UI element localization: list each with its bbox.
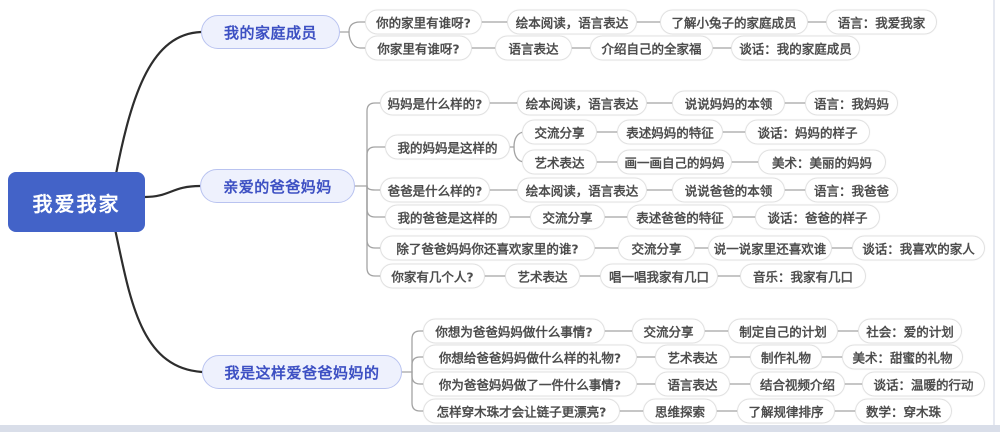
mindmap-node[interactable]: 艺术表达 [655,344,730,370]
mindmap-node[interactable]: 了解小兔子的家庭成员 [660,9,808,35]
mindmap-node[interactable]: 交流分享 [522,119,597,145]
mindmap-node[interactable]: 数学：穿木珠 [855,398,952,424]
mindmap-node[interactable]: 谈话：我的家庭成员 [731,35,860,61]
mindmap-node[interactable]: 语言：我妈妈 [805,90,898,116]
mindmap-node[interactable]: 谈话：温暖的行动 [862,371,985,397]
mindmap-node[interactable]: 除了爸爸妈妈你还喜欢家里的谁? [380,235,595,261]
mindmap-node[interactable]: 美术：美丽的妈妈 [758,149,886,175]
mindmap-node[interactable]: 语言：我爱我家 [826,9,937,35]
mindmap-node[interactable]: 制定自己的计划 [728,318,838,344]
mindmap-node[interactable]: 制作礼物 [750,344,822,370]
canvas-right-edge [993,0,995,425]
mindmap-node[interactable]: 语言表达 [655,371,730,397]
canvas-bottom-scrollbar[interactable] [0,425,1000,432]
mindmap-node[interactable]: 美术：甜蜜的礼物 [842,344,963,370]
mindmap-node[interactable]: 怎样穿木珠才会让链子更漂亮? [423,398,620,424]
root-node[interactable]: 我爱我家 [8,172,145,232]
mindmap-node[interactable]: 语言表达 [495,35,572,61]
mindmap-node[interactable]: 你为爸爸妈妈做了一件什么事情? [423,371,637,397]
mindmap-node[interactable]: 了解规律排序 [737,398,835,424]
mindmap-node[interactable]: 我的爸爸是这样的 [385,204,510,230]
mindmap-node[interactable]: 谈话：爸爸的样子 [755,204,880,230]
mindmap-node[interactable]: 我的妈妈是这样的 [385,134,510,160]
mindmap-node[interactable]: 表述妈妈的特征 [617,119,723,145]
mindmap-node[interactable]: 你想为爸爸妈妈做什么事情? [423,318,605,344]
mindmap-node[interactable]: 思维探索 [643,398,717,424]
mindmap-node[interactable]: 谈话：我喜欢的家人 [852,235,985,261]
mindmap-node[interactable]: 介绍自己的全家福 [590,35,713,61]
mindmap-node[interactable]: 表述爸爸的特征 [627,204,733,230]
mindmap-node[interactable]: 谈话：妈妈的样子 [745,119,870,145]
mindmap-node[interactable]: 画一画自己的妈妈 [617,149,732,175]
mindmap-node[interactable]: 绘本阅读，语言表达 [507,9,637,35]
mindmap-node[interactable]: 说一说家里还喜欢谁 [708,235,832,261]
branch-node-family-members[interactable]: 我的家庭成员 [201,15,340,49]
mindmap-node[interactable]: 结合视频介绍 [750,371,845,397]
mindmap-node[interactable]: 音乐：我家有几口 [740,263,866,289]
mindmap-node[interactable]: 你的家里有谁呀? [365,9,482,35]
mindmap-node[interactable]: 社会：爱的计划 [858,318,962,344]
mindmap-node[interactable]: 交流分享 [632,318,705,344]
mindmap-node[interactable]: 说说爸爸的本领 [672,177,785,203]
mindmap-node[interactable]: 唱一唱我家有几口 [600,263,718,289]
mindmap-node[interactable]: 交流分享 [618,235,695,261]
mindmap-node[interactable]: 你家里有谁呀? [365,35,472,61]
branch-node-how-i-love-parents[interactable]: 我是这样爱爸爸妈妈的 [202,355,402,389]
branch-node-dear-parents[interactable]: 亲爱的爸爸妈妈 [200,169,355,203]
mindmap-node[interactable]: 妈妈是什么样的? [380,90,490,116]
mindmap-node[interactable]: 你想给爸爸妈妈做什么样的礼物? [423,344,637,370]
mindmap-node[interactable]: 爸爸是什么样的? [380,177,490,203]
mindmap-node[interactable]: 艺术表达 [505,263,580,289]
mindmap-node[interactable]: 交流分享 [530,204,605,230]
mindmap-node[interactable]: 绘本阅读，语言表达 [517,90,647,116]
mindmap-node[interactable]: 绘本阅读，语言表达 [517,177,647,203]
mindmap-node[interactable]: 说说妈妈的本领 [672,90,785,116]
mindmap-node[interactable]: 艺术表达 [522,149,597,175]
mindmap-node[interactable]: 语言：我爸爸 [805,177,898,203]
mindmap-node[interactable]: 你家有几个人? [380,263,485,289]
